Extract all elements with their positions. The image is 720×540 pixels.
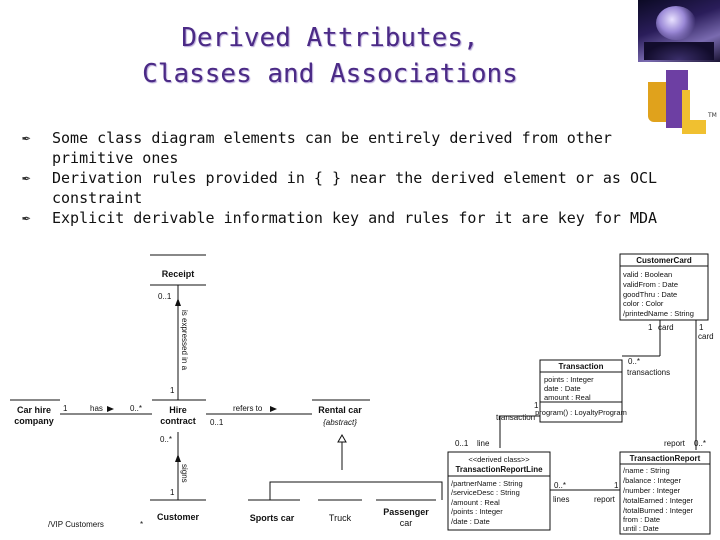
trl-attr: /points : Integer [451,507,503,516]
has-multiplicity: 0..* [130,404,142,413]
tr-attr: from : Date [623,515,660,524]
bullet-text: Explicit derivable information key and r… [52,209,658,227]
uml-logo: TM [648,66,717,138]
tr-name: TransactionReport [630,454,701,463]
title-line-2: Classes and Associations [142,59,518,89]
hire-company-multiplicity: 1 [63,404,68,413]
refers-multiplicity: 0..1 [210,418,224,427]
transaction-operation: program() : LoyaltyProgram [535,408,627,417]
transaction-attr: points : Integer [544,375,594,384]
transaction-box [539,359,623,423]
customer-card-attr: valid : Boolean [623,270,672,279]
pen-nib-icon: ✒ [22,170,31,186]
generalization-triangle [337,433,347,443]
refers-direction-arrow [270,406,277,412]
trl-attr: /date : Date [451,517,490,526]
line-multiplicity: 0..1 [455,439,469,448]
customer-label: Customer [157,512,200,522]
hire-contract-label-1: Hire [169,405,187,415]
receipt-assoc-label: is expressed in a [180,310,189,371]
tr-attr: /number : Integer [623,486,681,495]
title-line-1: Derived Attributes, [181,23,479,53]
vip-customers-label: /VIP Customers [48,520,104,529]
vip-star-multiplicity: * [140,520,143,529]
line-role: line [477,439,490,448]
bullet-list: ✒ Some class diagram elements can be enti… [20,128,680,228]
trl-box [447,451,551,531]
pen-nib-icon: ✒ [22,210,31,226]
customer-card-attr: validFrom : Date [623,280,678,289]
card-right-multiplicity: 1 [699,323,704,332]
customer-card-attr: /printedName : String [623,309,694,318]
transaction-line-assoc [499,415,540,448]
signs-label: signs [180,464,189,483]
trl-attr: /amount : Real [451,498,500,507]
passenger-car-label-2: car [400,518,413,528]
tr-box [619,451,711,535]
trl-attr: /serviceDesc : String [451,488,520,497]
rental-car-abstract: {abstract} [323,418,357,427]
transactions-multiplicity: 0..* [628,357,640,366]
customer-card-box [619,253,709,321]
signs-direction-arrow [175,454,181,462]
corner-photo [638,0,720,62]
slide-title: Derived Attributes, Classes and Associat… [140,20,520,92]
hire-contract-label-2: contract [160,416,196,426]
bullet-text: Derivation rules provided in { } near th… [52,169,658,207]
transaction-role: transaction [496,413,535,422]
trl-stereotype: <<derived class>> [468,455,530,464]
trl-name: TransactionReportLine [455,465,543,474]
tr-attr: /totalBurned : Integer [623,506,694,515]
hire-company-label-1: Car hire [17,405,51,415]
generalization-bus [269,481,443,500]
logo-trademark: TM [708,112,717,119]
tr-attr: /name : String [623,466,670,475]
photo-dome [644,42,714,60]
tr-attr: until : Date [623,524,659,533]
hire-signs-multiplicity: 0..* [160,435,172,444]
bullet-item: ✒ Some class diagram elements can be enti… [20,128,680,168]
card-left-role: card [658,323,674,332]
pen-nib-icon: ✒ [22,130,31,146]
has-label: has [90,404,103,413]
truck-label: Truck [329,513,352,523]
receipt-hire-multiplicity: 1 [170,386,175,395]
report-role-2: report [594,495,616,504]
customer-card-name: CustomerCard [636,256,692,265]
photo-glow [656,6,696,40]
receipt-label: Receipt [162,269,195,279]
customer-card-attr: goodThru : Date [623,290,677,299]
refers-to-label: refers to [233,404,263,413]
lines-multiplicity: 0..* [554,481,566,490]
report-multiplicity-2: 1 [614,481,619,490]
transaction-attr: date : Date [544,384,581,393]
transactions-role: transactions [627,368,670,377]
transaction-name: Transaction [559,362,604,371]
report-multiplicity: 0..* [694,439,706,448]
hire-company-label-2: company [14,416,54,426]
bullet-item: ✒ Explicit derivable information key and … [20,208,680,228]
rental-car-label: Rental car [318,405,362,415]
card-right-role: card [698,332,714,341]
bullet-text: Some class diagram elements can be entir… [52,129,612,167]
transaction-attr: amount : Real [544,393,591,402]
bullet-item: ✒ Derivation rules provided in { } near t… [20,168,680,208]
tr-attr: /totalEarned : Integer [623,496,694,505]
assoc-direction-arrow [175,298,181,306]
card-left-multiplicity: 1 [648,323,653,332]
has-direction-arrow [107,406,114,412]
receipt-multiplicity: 0..1 [158,292,172,301]
report-role: report [664,439,686,448]
sports-car-label: Sports car [250,513,295,523]
transaction-multiplicity: 1 [534,401,539,410]
passenger-car-label-1: Passenger [383,507,429,517]
lines-role: lines [553,495,569,504]
logo-l-shape [682,90,706,134]
trl-attr: /partnerName : String [451,479,523,488]
customer-card-attr: color : Color [623,299,664,308]
tr-attr: /balance : Integer [623,476,681,485]
customer-signs-multiplicity: 1 [170,488,175,497]
